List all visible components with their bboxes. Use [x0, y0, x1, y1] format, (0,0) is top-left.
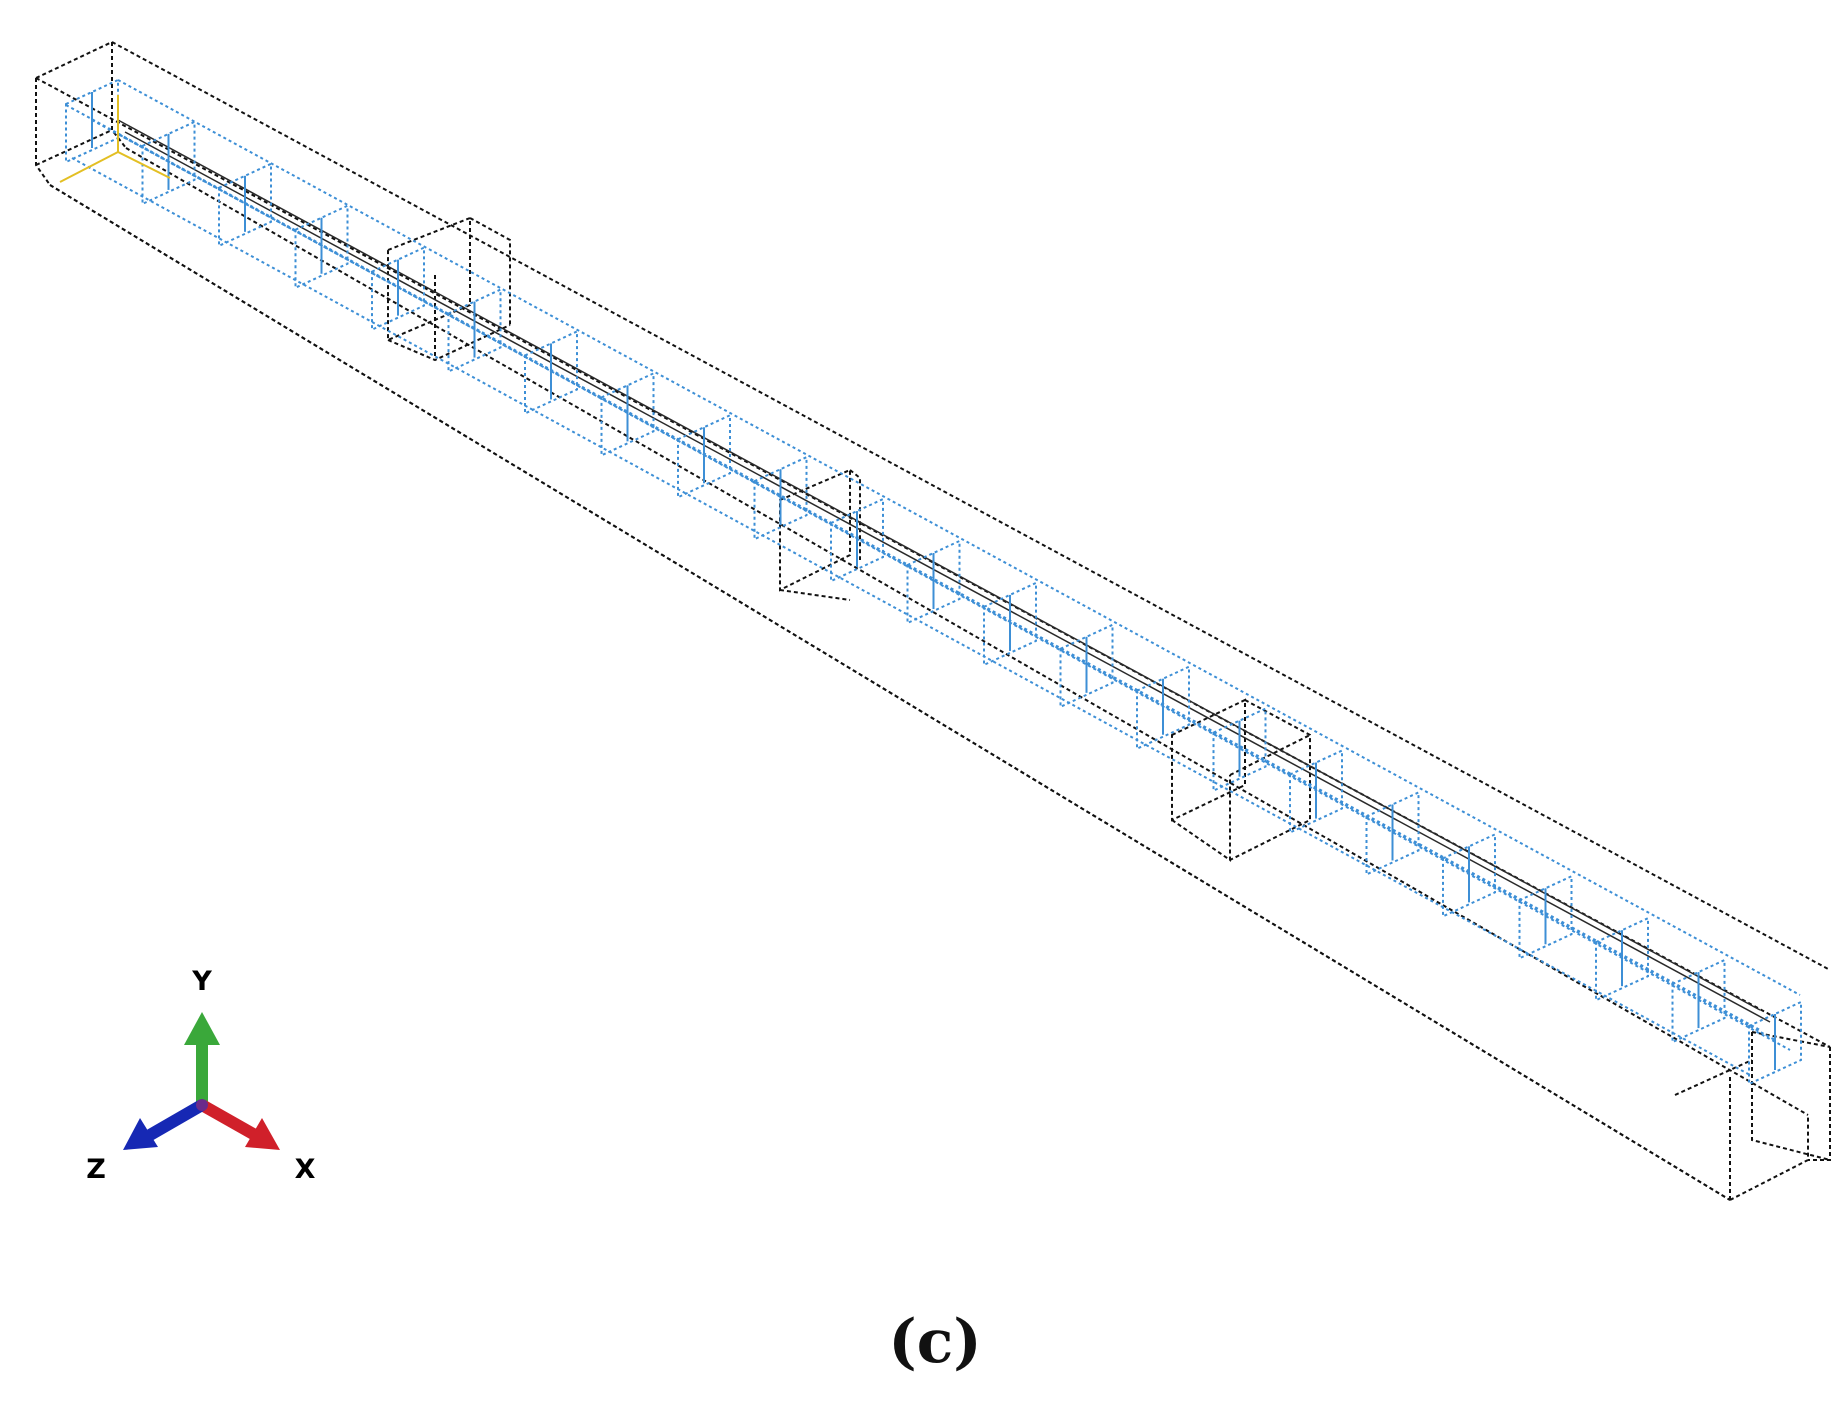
stirrup-group [65, 78, 1802, 1086]
concrete-beam-outline [35, 41, 1831, 1201]
stirrup [1059, 623, 1114, 709]
stirrup [218, 162, 272, 248]
stirrup [906, 539, 961, 625]
stirrup [1212, 707, 1267, 793]
stirrup [524, 329, 578, 416]
stirrup [1365, 790, 1420, 877]
z-axis-arrow-icon [123, 1118, 158, 1150]
y-axis-arrow-icon [184, 1012, 220, 1045]
y-axis-label: Y [191, 966, 212, 997]
xyz-axis-triad-icon: Y Z X [86, 966, 315, 1185]
figure-caption: (c) [888, 1307, 981, 1377]
stirrup [753, 455, 808, 541]
stirrup [600, 371, 655, 457]
origin-marker [59, 95, 171, 183]
stirrup [1289, 748, 1343, 835]
stirrup [294, 204, 349, 290]
stirrup [1748, 1000, 1802, 1086]
stirrup [1671, 958, 1726, 1044]
stirrup [1136, 665, 1190, 751]
stirrup [371, 246, 425, 332]
stirrup [447, 287, 502, 374]
z-axis-label: Z [86, 1154, 106, 1185]
stirrup [1518, 874, 1573, 960]
stirrup [141, 120, 196, 206]
stirrup [1595, 916, 1649, 1002]
stirrup [1442, 832, 1496, 918]
x-axis-arrow-icon [245, 1118, 280, 1150]
stirrup [677, 413, 731, 499]
stirrup [983, 581, 1037, 667]
x-axis-label: X [295, 1154, 316, 1185]
stirrup [830, 497, 884, 583]
